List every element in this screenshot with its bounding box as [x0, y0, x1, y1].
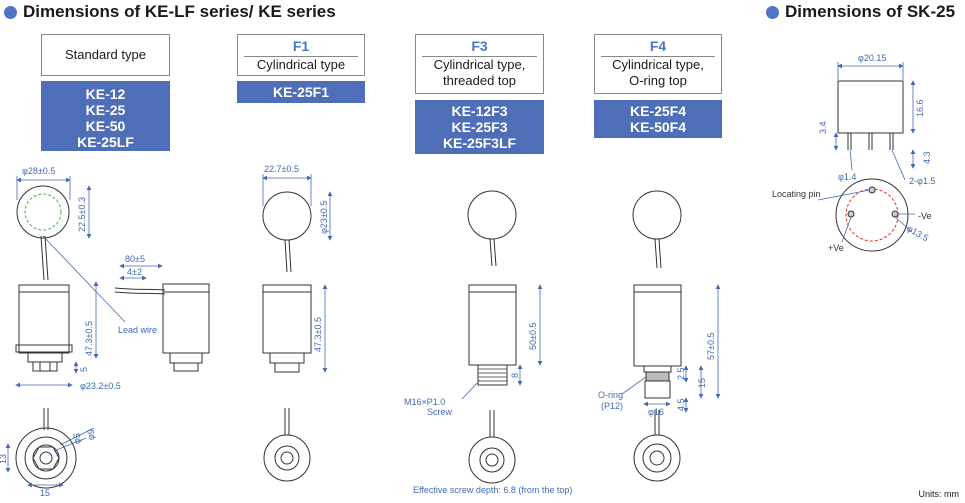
dim-std-dia: φ28±0.5: [22, 166, 55, 176]
standard-body: [18, 284, 70, 354]
models-f3-box: KE-12F3 KE-25F3 KE-25F3LF: [415, 100, 544, 154]
dim-sk-dia: φ20.15: [858, 53, 886, 63]
f1-bottom-view: [263, 434, 311, 482]
f3-thread: [477, 364, 508, 386]
type-f1-name: Cylindrical type: [256, 57, 346, 72]
label-f3-screw-2: Screw: [427, 407, 453, 417]
type-f3-box: F3 Cylindrical type, threaded top: [415, 34, 544, 94]
dim-f4-16: φ16: [648, 407, 664, 417]
dim-f3-8: 8: [510, 373, 520, 378]
dim-sk-166: 16.6: [915, 99, 925, 117]
standard-inner-circle: [24, 193, 62, 231]
f4-drawing: [632, 190, 682, 482]
dim-f1-w: 22.7±0.5: [264, 164, 299, 174]
dim-sk-34: 3.4: [818, 121, 828, 134]
f4-top-view: [632, 190, 682, 240]
dim-f1-dia: φ23±0.5: [319, 201, 329, 234]
type-f1-box: F1 Cylindrical type: [237, 34, 365, 76]
dim-f1-body: 47.3±0.5: [313, 317, 323, 352]
label-lead-wire: Lead wire: [118, 325, 157, 335]
model-label: KE-50F4: [629, 119, 687, 135]
dim-std-p9: φ9: [86, 429, 96, 440]
f3-drawing: [467, 190, 517, 484]
standard-body-side: [162, 283, 210, 354]
dim-std-13: 13: [0, 454, 8, 464]
model-label: KE-25F3: [451, 119, 508, 135]
type-standard-box: Standard type: [41, 34, 170, 76]
models-f4-box: KE-25F4 KE-50F4: [594, 100, 722, 138]
type-f3-code: F3: [471, 38, 488, 54]
model-label: KE-25F3LF: [442, 135, 517, 151]
heading-sk25: Dimensions of SK-25: [766, 2, 955, 22]
heading-ke-series-text: Dimensions of KE-LF series/ KE series: [23, 2, 336, 21]
type-f1-code: F1: [292, 38, 310, 54]
model-label: KE-25: [85, 102, 126, 118]
heading-ke-series: Dimensions of KE-LF series/ KE series: [4, 2, 336, 22]
dim-f3-body: 50±0.5: [528, 323, 538, 350]
model-label: KE-12F3: [451, 103, 508, 119]
label-sk-locating: Locating pin: [772, 189, 821, 199]
dim-std-h: 22.5±0.3: [77, 197, 87, 232]
dim-f4-body: 57±0.5: [706, 333, 716, 360]
label-f3-screw-1: M16×P1.0: [404, 397, 445, 407]
f1-top-view: [262, 191, 312, 241]
dim-std-p5: φ5: [72, 433, 82, 444]
dim-sk-14: φ1.4: [838, 172, 856, 182]
f4-bottom-view: [633, 434, 681, 482]
units-label: Units: mm: [918, 489, 960, 499]
type-f4-box: F4 Cylindrical type, O-ring top: [594, 34, 722, 94]
standard-lead: [40, 235, 45, 281]
model-label: KE-25F1: [272, 84, 330, 100]
dim-f4-15: 15: [697, 378, 707, 388]
type-f3-name-line2: threaded top: [442, 73, 516, 88]
label-f3-depth: Effective screw depth: 6.8 (from the top…: [413, 485, 572, 495]
dim-sk-135: φ13.5: [905, 223, 930, 243]
label-f4-oring-2: (P12): [601, 401, 623, 411]
model-label: KE-12: [85, 86, 126, 102]
f3-top-view: [467, 190, 517, 240]
bullet-icon: [4, 5, 17, 19]
f3-bottom-view: [468, 436, 516, 484]
dim-f4-25: 2.5: [676, 367, 686, 380]
sk25-drawing: [835, 80, 909, 252]
dim-std-15: 15: [40, 488, 50, 498]
bullet-icon: [766, 5, 779, 19]
model-label: KE-25LF: [77, 134, 134, 150]
sk25-bottom-view: [835, 178, 909, 252]
dim-sk-43: 4.3: [922, 151, 932, 164]
dim-sk-2p15: 2-φ1.5: [909, 176, 935, 186]
sk25-body: [837, 80, 904, 134]
dim-std-5: 5: [79, 367, 89, 372]
f1-drawing: [262, 191, 312, 482]
type-f4-code: F4: [649, 38, 667, 54]
model-label: KE-50: [85, 118, 126, 134]
type-f4-name-line2: O-ring top: [629, 73, 687, 88]
type-f1-divider: [244, 56, 358, 57]
standard-top-view: [16, 185, 70, 239]
models-standard-box: KE-12 KE-25 KE-50 KE-25LF: [41, 81, 170, 151]
standard-bottom-view: [15, 427, 77, 489]
models-f1-box: KE-25F1: [237, 81, 365, 103]
label-sk-neg: -Ve: [918, 211, 932, 221]
heading-sk25-text: Dimensions of SK-25: [785, 2, 956, 21]
label-sk-pos: +Ve: [828, 243, 844, 253]
f3-body: [468, 284, 517, 366]
f4-body: [633, 284, 682, 367]
type-f4-divider: [601, 56, 715, 57]
dim-f4-45: 4.5: [676, 398, 686, 411]
standard-type-drawing: [15, 185, 210, 489]
model-label: KE-25F4: [629, 103, 687, 119]
type-f3-name-line1: Cylindrical type,: [433, 57, 526, 72]
f1-body: [262, 284, 312, 354]
type-standard-name: Standard type: [65, 47, 146, 62]
lead-wire: [114, 287, 166, 291]
type-f3-divider: [422, 56, 537, 57]
dim-std-base: φ23.2±0.5: [80, 381, 121, 391]
dim-std-body: 47.3±0.5: [84, 321, 94, 356]
dim-lead-4: 4±2: [127, 267, 142, 277]
dim-lead-80: 80±5: [125, 254, 145, 264]
label-f4-oring-1: O-ring: [598, 390, 623, 400]
type-f4-name-line1: Cylindrical type,: [612, 57, 704, 72]
